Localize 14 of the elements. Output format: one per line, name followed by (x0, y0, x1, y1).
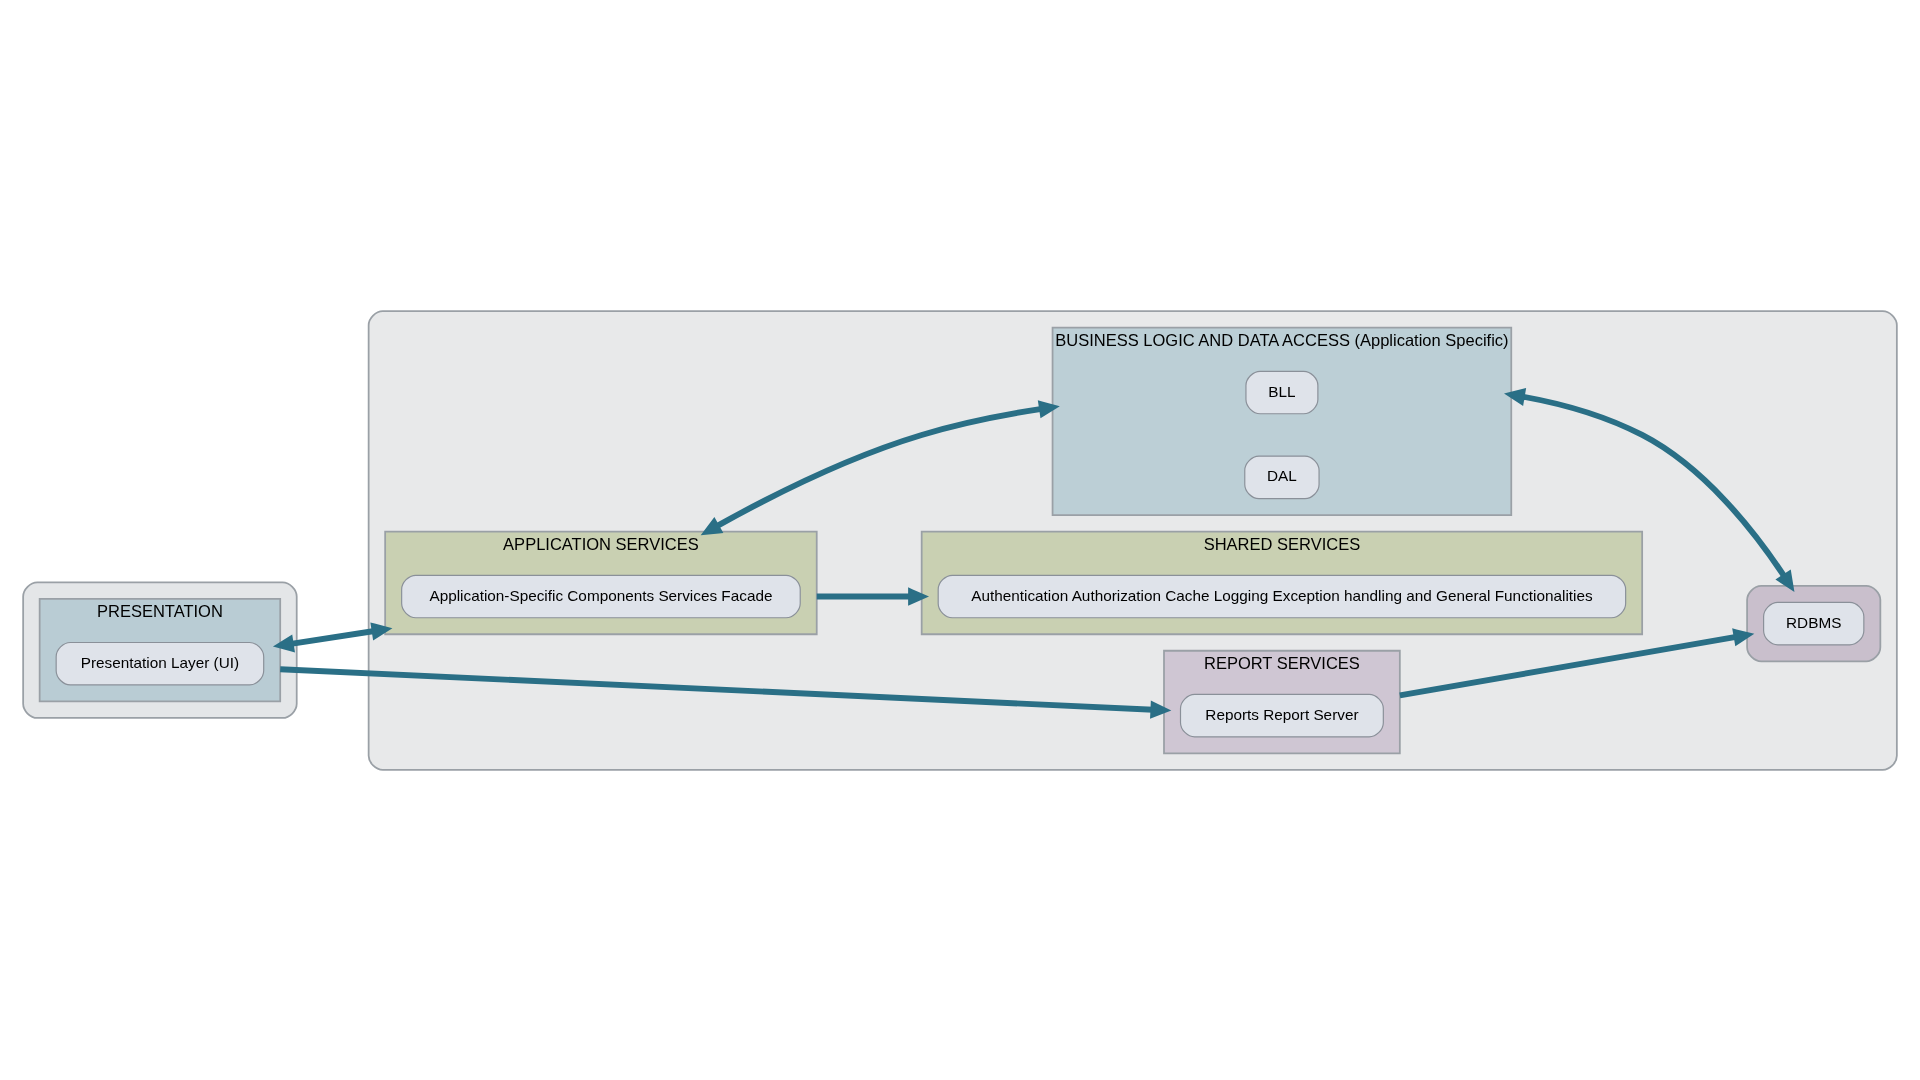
node-box: Authentication Authorization Cache Logging Exception handling and General Functionalities (937, 574, 1627, 618)
arrow (700, 399, 1060, 535)
arrow (272, 621, 393, 652)
node-box: Presentation Layer (UI) (55, 641, 265, 686)
node-box: BLL (1245, 370, 1319, 414)
arrow (280, 665, 1172, 719)
arrow (1399, 627, 1755, 698)
node-box: Reports Report Server (1179, 693, 1384, 737)
node-box: RDBMS (1763, 601, 1865, 645)
node-box: Application-Specific Components Services Facade (401, 574, 801, 618)
cluster (1746, 584, 1882, 662)
node-box: DAL (1244, 455, 1320, 499)
arrow (816, 586, 930, 606)
arrow (1504, 387, 1795, 592)
